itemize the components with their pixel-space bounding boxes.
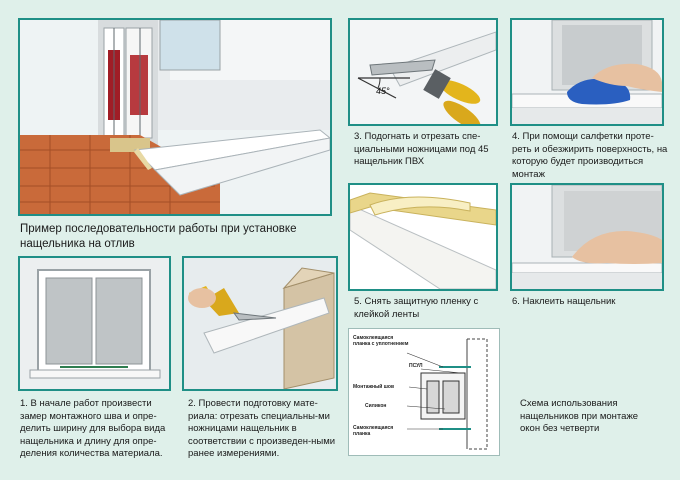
step-5-image [348, 183, 498, 291]
scheme-label-bottom: Самоклеящаяся планка [353, 425, 394, 437]
scheme-label-top: Самоклеящаяся планка с уплотнением [353, 335, 409, 347]
step-1-caption: 1. В начале работ произвести замер монта… [20, 398, 166, 459]
scheme-label-mount: Монтажный шов [353, 384, 395, 390]
scheme-label-psul: ПСУЛ [409, 363, 423, 369]
step-5-caption: 5. Снять защитную пленку с клейкой ленты [354, 296, 479, 320]
step-4-image [510, 18, 664, 126]
step-2-image [182, 256, 338, 391]
step-6-image [510, 183, 664, 291]
step-2-caption: 2. Провести подготовку мате-риала: отрез… [188, 398, 336, 459]
angle-label: 45° [376, 86, 390, 96]
step-1-image [18, 256, 171, 391]
main-illustration [18, 18, 332, 216]
step-3-caption: 3. Подогнать и отрезать спе-циальными но… [354, 131, 489, 167]
main-caption: Пример последовательности работы при уст… [20, 223, 297, 250]
step-3-image: 45° [348, 18, 498, 126]
scheme-image: Самоклеящаяся планка с уплотнением ПСУЛ … [348, 328, 500, 456]
step-6-caption: 6. Наклеить нащельник [512, 296, 616, 307]
scheme-label-sealant: Силикон [365, 403, 387, 409]
scheme-caption: Схема использования нащельников при монт… [520, 398, 639, 434]
step-4-caption: 4. При помощи салфетки протe-реть и обез… [512, 131, 668, 180]
